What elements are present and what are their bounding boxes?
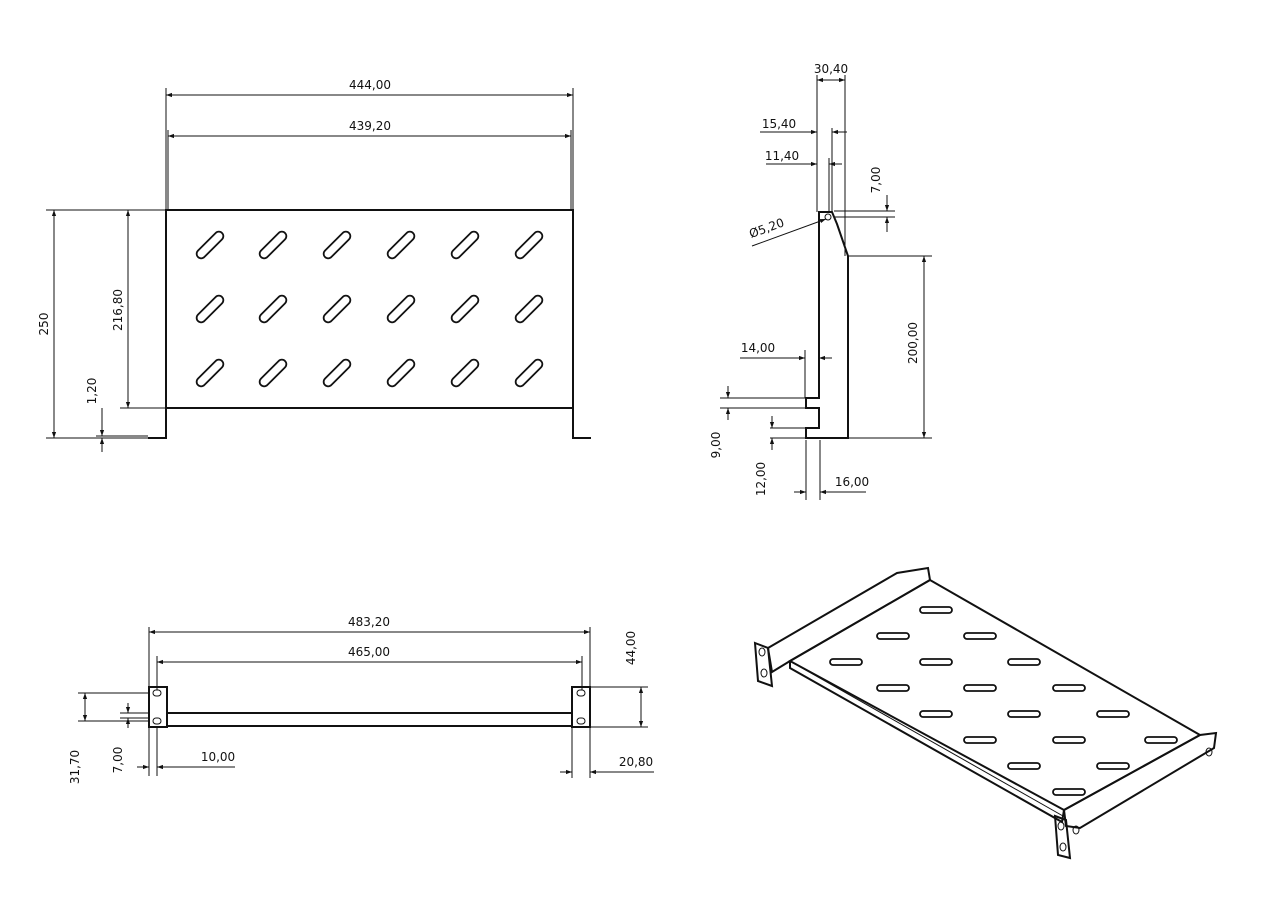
dim-height: 44,00 — [624, 631, 638, 665]
dim-width-inner: 439,20 — [349, 119, 391, 133]
iso-slots — [829, 606, 1178, 796]
dim-height-flange: 200,00 — [906, 322, 920, 364]
vent-slot — [195, 294, 225, 324]
right-ear-hole-top-icon — [576, 689, 586, 697]
iso-vent-slot — [1096, 710, 1130, 718]
iso-vent-slot — [1007, 658, 1041, 666]
dim-foot-height: 12,00 — [754, 462, 768, 496]
iso-vent-slot — [1052, 684, 1086, 692]
iso-right-ear-hole-bottom-icon — [1059, 842, 1067, 852]
vent-slot — [322, 294, 352, 324]
iso-vent-slot — [1007, 762, 1041, 770]
right-ear-hole-bottom-icon — [576, 717, 586, 725]
dim-depth-top: 30,40 — [814, 62, 848, 76]
iso-left-ear-hole-top-icon — [758, 647, 766, 657]
vent-slot — [258, 294, 288, 324]
dim-lip-height: 9,00 — [709, 432, 723, 459]
dim-height-total: 250 — [37, 313, 51, 336]
iso-shelf-top — [787, 578, 1203, 812]
left-ear-hole-bottom-icon — [152, 717, 162, 725]
iso-flange-hole-icon — [1072, 825, 1080, 835]
dim-total-width: 483,20 — [348, 615, 390, 629]
side-view: 30,40 15,40 11,40 7,00 Ø5,20 200,00 14,0… — [709, 62, 932, 500]
iso-left-ear — [753, 641, 774, 688]
dim-offset-b: 11,40 — [765, 149, 799, 163]
iso-vent-slot — [1052, 736, 1086, 744]
vent-slot — [195, 358, 225, 388]
left-ear-hole-top-icon — [152, 689, 162, 697]
front-view-outline — [148, 209, 591, 439]
vent-slot — [450, 294, 480, 324]
dim-hole-offset: 7,00 — [869, 167, 883, 194]
dim-hole-spacing: 465,00 — [348, 645, 390, 659]
dim-thickness: 1,20 — [85, 378, 99, 405]
vent-slot — [258, 358, 288, 388]
iso-left-ear-hole-bottom-icon — [760, 668, 768, 678]
dim-hole-vertical: 31,70 — [68, 750, 82, 784]
iso-right-ear-hole-top-icon — [1057, 821, 1065, 831]
vent-slot — [386, 230, 416, 260]
iso-back-flange — [766, 566, 932, 674]
vent-slot — [258, 230, 288, 260]
dim-hole-gap: 7,00 — [111, 747, 125, 774]
vent-slot — [450, 358, 480, 388]
dim-hole-diameter: Ø5,20 — [747, 215, 786, 241]
front-view-slots — [195, 230, 544, 388]
iso-shelf-front — [789, 661, 1065, 824]
iso-vent-slot — [963, 736, 997, 744]
top-view: 483,20 465,00 44,00 31,70 7,00 10,00 20,… — [68, 615, 654, 784]
right-ear — [571, 686, 591, 728]
vent-slot — [514, 358, 544, 388]
iso-vent-slot — [876, 684, 910, 692]
iso-vent-slot — [1144, 736, 1178, 744]
vent-slot — [322, 358, 352, 388]
iso-vent-slot — [1052, 788, 1086, 796]
iso-vent-slot — [1007, 710, 1041, 718]
iso-vent-slot — [919, 658, 953, 666]
iso-vent-slot — [876, 632, 910, 640]
vent-slot — [450, 230, 480, 260]
iso-vent-slot — [963, 632, 997, 640]
iso-vent-slot — [829, 658, 863, 666]
iso-right-ear — [1053, 814, 1072, 860]
iso-front-flange — [1062, 731, 1218, 830]
mounting-hole-icon — [824, 213, 832, 221]
left-ear — [148, 686, 168, 728]
iso-flange-hole-right-icon — [1205, 747, 1213, 757]
vent-slot — [514, 294, 544, 324]
dim-height-panel: 216,80 — [111, 289, 125, 331]
iso-vent-slot — [963, 684, 997, 692]
vent-slot — [514, 230, 544, 260]
vent-slot — [322, 230, 352, 260]
iso-vent-slot — [919, 606, 953, 614]
dim-hole-edge: 10,00 — [201, 750, 235, 764]
dim-ear-width: 20,80 — [619, 755, 653, 769]
vent-slot — [195, 230, 225, 260]
iso-vent-slot — [1096, 762, 1130, 770]
dim-lip-width: 14,00 — [741, 341, 775, 355]
dim-foot-width: 16,00 — [835, 475, 869, 489]
vent-slot — [386, 294, 416, 324]
iso-vent-slot — [919, 710, 953, 718]
side-view-outline — [805, 211, 849, 439]
dim-width-outer: 444,00 — [349, 78, 391, 92]
isometric-view — [753, 566, 1218, 860]
dim-offset-a: 15,40 — [762, 117, 796, 131]
shelf-edge — [166, 712, 573, 727]
front-view: 444,00 439,20 250 216,80 1,20 — [37, 78, 591, 452]
vent-slot — [386, 358, 416, 388]
